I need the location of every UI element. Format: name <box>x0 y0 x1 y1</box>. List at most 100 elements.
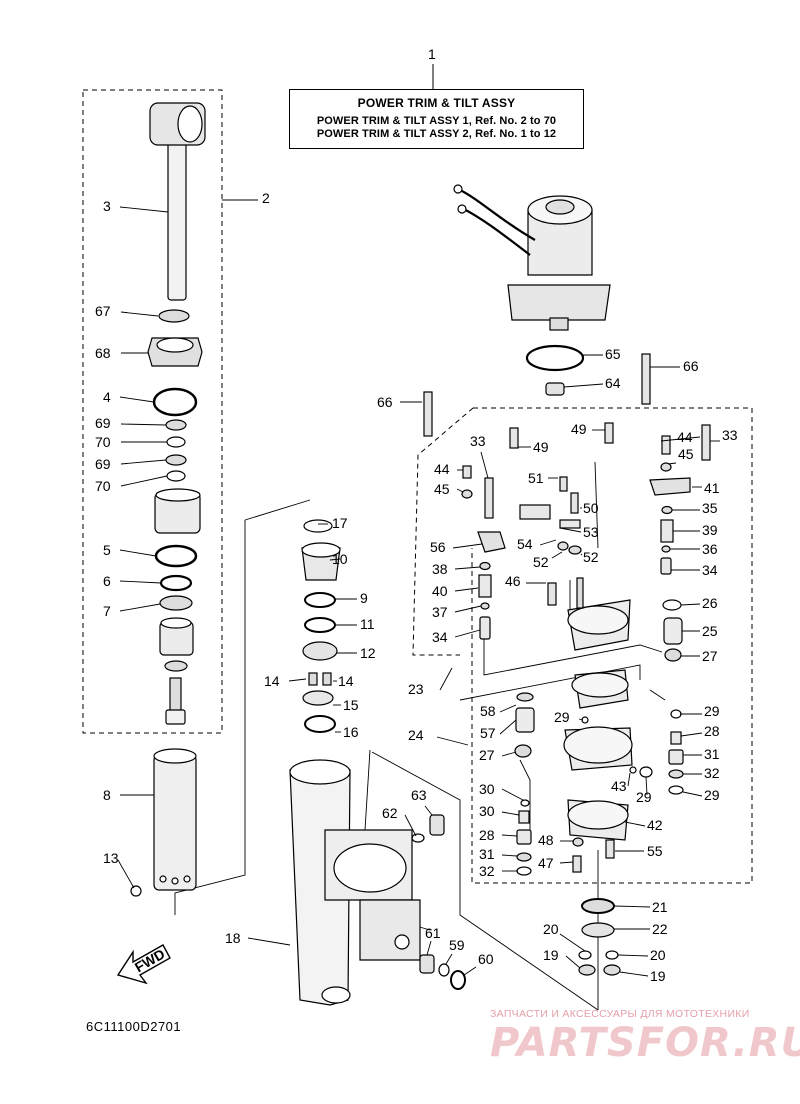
callout-45: 45 <box>678 446 694 462</box>
callout-31: 31 <box>479 846 495 862</box>
leader-line <box>680 732 703 737</box>
callout-66: 66 <box>377 394 393 410</box>
callout-53: 53 <box>583 524 599 540</box>
leader-line <box>627 772 631 787</box>
callout-58: 58 <box>480 703 496 719</box>
callout-31: 31 <box>704 746 720 762</box>
leader-line <box>682 791 703 797</box>
callout-36: 36 <box>702 541 718 557</box>
leader-line <box>454 605 482 613</box>
leader-line <box>480 451 489 479</box>
callout-68: 68 <box>95 345 111 361</box>
diagram-code: 6C11100D2701 <box>86 1019 182 1034</box>
callout-62: 62 <box>382 805 398 821</box>
callout-19: 19 <box>650 968 666 984</box>
watermark-caption: ЗАПЧАСТИ И АКСЕССУАРЫ ДЛЯ МОТОТЕХНИКИ <box>490 1008 750 1020</box>
watermark-logo: PARTSFOR.RU <box>490 1020 800 1066</box>
leader-line <box>645 776 648 796</box>
leader-line <box>404 814 417 837</box>
callout-46: 46 <box>505 573 521 589</box>
callout-38: 38 <box>432 561 448 577</box>
leader-line <box>247 937 291 946</box>
leader-line <box>119 396 155 403</box>
fwd-arrow: FWD <box>116 944 171 985</box>
callout-59: 59 <box>449 937 465 953</box>
callout-8: 8 <box>103 787 111 803</box>
callout-30: 30 <box>479 781 495 797</box>
callout-6: 6 <box>103 573 111 589</box>
callout-5: 5 <box>103 542 111 558</box>
callout-14: 14 <box>264 673 280 689</box>
leader-line <box>288 678 307 682</box>
callout-51: 51 <box>528 470 544 486</box>
callout-60: 60 <box>478 951 494 967</box>
callout-30: 30 <box>479 803 495 819</box>
leader-line <box>120 423 167 426</box>
callout-43: 43 <box>611 778 627 794</box>
callout-39: 39 <box>702 522 718 538</box>
callout-34: 34 <box>702 562 718 578</box>
leader-line <box>578 718 584 721</box>
callout-13: 13 <box>103 850 119 866</box>
leader-line <box>580 553 583 556</box>
leader-line <box>499 704 517 713</box>
callout-70: 70 <box>95 478 111 494</box>
callout-28: 28 <box>479 827 495 843</box>
leader-line <box>501 854 518 857</box>
callout-65: 65 <box>605 346 621 362</box>
diagram-heading: POWER TRIM & TILT ASSY <box>357 96 516 110</box>
leader-line <box>119 580 162 584</box>
leader-line <box>120 459 167 465</box>
callout-42: 42 <box>647 817 663 833</box>
callout-57: 57 <box>480 725 496 741</box>
leader-line <box>539 539 557 546</box>
leader-line <box>559 861 574 864</box>
callout-17: 17 <box>332 515 348 531</box>
callout-47: 47 <box>538 855 554 871</box>
callout-27: 27 <box>702 648 718 664</box>
leader-line <box>436 736 469 746</box>
leader-line <box>120 475 168 487</box>
callout-4: 4 <box>103 389 111 405</box>
callout-32: 32 <box>479 863 495 879</box>
callout-11: 11 <box>360 616 375 632</box>
leader-line <box>501 834 518 837</box>
callout-55: 55 <box>647 843 663 859</box>
leader-line <box>617 954 649 957</box>
leader-line <box>452 543 483 549</box>
callout-15: 15 <box>343 697 359 713</box>
assy-frame-valve <box>471 407 753 884</box>
callout-12: 12 <box>360 645 376 661</box>
callout-34: 34 <box>432 629 448 645</box>
callout-19: 19 <box>543 947 559 963</box>
leader-line <box>117 859 135 889</box>
callout-33: 33 <box>722 427 738 443</box>
callout-52: 52 <box>533 554 549 570</box>
callout-26: 26 <box>702 595 718 611</box>
callout-54: 54 <box>517 536 533 552</box>
leader-line <box>119 549 157 557</box>
leader-line <box>559 933 586 952</box>
leader-line <box>501 751 517 757</box>
callout-24: 24 <box>408 727 424 743</box>
leader-line <box>463 966 477 976</box>
callout-37: 37 <box>432 604 448 620</box>
callout-33: 33 <box>470 433 486 449</box>
callout-1: 1 <box>428 46 436 62</box>
leader-line <box>660 436 701 442</box>
title-box: POWER TRIM & TILT ASSY POWER TRIM & TILT… <box>289 89 584 149</box>
leader-line <box>454 629 481 638</box>
callout-18: 18 <box>225 930 241 946</box>
callout-48: 48 <box>538 832 554 848</box>
leader-line <box>563 383 604 388</box>
tilt-cylinder <box>153 754 197 891</box>
callout-23: 23 <box>408 681 424 697</box>
callout-28: 28 <box>704 723 720 739</box>
callout-66: 66 <box>683 358 699 374</box>
leader-line <box>565 955 581 969</box>
callout-25: 25 <box>702 623 718 639</box>
leader-line <box>454 587 479 592</box>
callout-45: 45 <box>434 481 450 497</box>
callout-29: 29 <box>554 709 570 725</box>
